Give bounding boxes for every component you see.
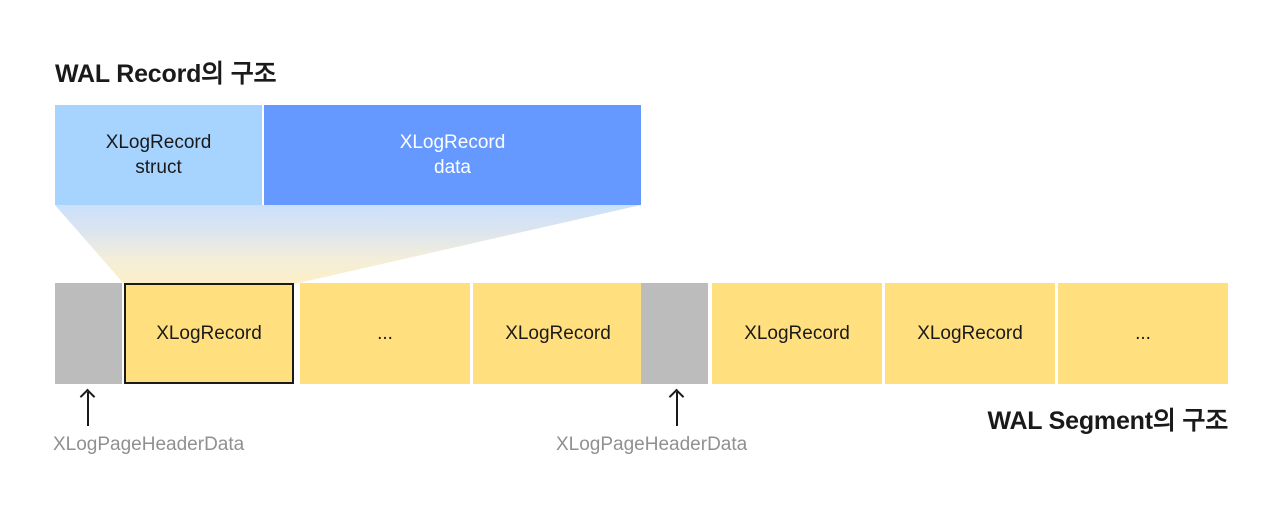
record-cell-xlogrecord-struct: XLogRecord struct [55, 105, 262, 205]
wal-segment-title: WAL Segment의 구조 [987, 407, 1228, 435]
segment-block-label: ... [1135, 322, 1151, 344]
wal-segment-diagram: XLogRecord ... XLogRecord XLogRecord XLo… [55, 283, 1228, 384]
page-header-label: XLogPageHeaderData [53, 434, 245, 455]
segment-block-label: XLogRecord [505, 322, 611, 344]
segment-block-ellipsis: ... [300, 283, 470, 384]
wal-record-diagram: XLogRecord struct XLogRecord data [55, 105, 641, 205]
up-arrow-icon [87, 392, 89, 426]
segment-block-xlogrecord: XLogRecord [473, 283, 643, 384]
segment-block-label: XLogRecord [156, 322, 262, 344]
segment-block-label: ... [377, 322, 393, 344]
page-header-label: XLogPageHeaderData [556, 434, 748, 455]
segment-block-xlogrecord: XLogRecord [712, 283, 882, 384]
segment-block-label: XLogRecord [917, 322, 1023, 344]
segment-block-ellipsis: ... [1058, 283, 1228, 384]
funnel-connector-shape [55, 205, 641, 284]
record-cell-line2: struct [135, 157, 182, 178]
record-cell-line1: XLogRecord [105, 132, 212, 153]
up-arrow-icon [676, 392, 678, 426]
segment-block-xlogrecord-highlighted: XLogRecord [124, 283, 294, 384]
segment-block-xlogrecord: XLogRecord [885, 283, 1055, 384]
segment-block-page-header [55, 283, 122, 384]
record-cell-line1: XLogRecord [399, 132, 506, 153]
segment-block-page-header [641, 283, 708, 384]
record-cell-xlogrecord-data: XLogRecord data [264, 105, 641, 205]
record-cell-line2: data [434, 157, 471, 178]
segment-block-label: XLogRecord [744, 322, 850, 344]
wal-record-title: WAL Record의 구조 [55, 60, 277, 88]
